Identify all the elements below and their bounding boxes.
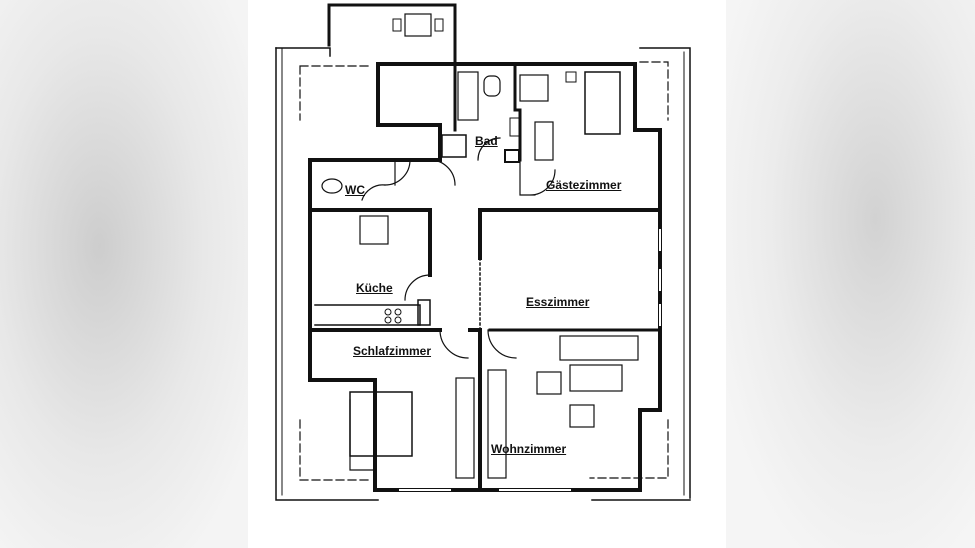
room-label-bad: Bad xyxy=(475,134,498,148)
wardrobe xyxy=(455,377,475,479)
exterior-wall-left-lower xyxy=(308,378,377,492)
blurred-right-panel xyxy=(726,0,975,548)
exterior-wall-right-upper xyxy=(633,62,662,212)
room-label-kueche: Küche xyxy=(356,281,393,295)
exterior-wall-left-upper xyxy=(308,62,442,382)
toilet xyxy=(321,178,343,194)
wc-wall xyxy=(308,208,432,277)
blurred-left-panel xyxy=(0,0,248,548)
room-label-wohnzimmer: Wohnzimmer xyxy=(491,442,567,456)
sideboard xyxy=(559,335,639,361)
sofa xyxy=(569,364,623,392)
exterior-wall-right xyxy=(638,208,662,492)
terrace-right-outline xyxy=(639,47,691,499)
room-label-schlafzimmer: Schlafzimmer xyxy=(353,344,432,358)
floor-plan-sheet xyxy=(248,0,726,548)
bookshelf xyxy=(487,369,507,479)
room-label-esszimmer: Esszimmer xyxy=(526,295,590,309)
terrace-left-outline xyxy=(275,47,331,57)
balcony-table xyxy=(404,13,432,37)
bathtub xyxy=(457,71,479,121)
corridor-wall xyxy=(478,208,662,260)
room-label-gaestezimmer: Gästezimmer xyxy=(546,178,622,192)
kitchen-counter xyxy=(314,304,421,326)
guest-bed xyxy=(584,71,621,135)
double-bed xyxy=(349,391,413,457)
balcony-top xyxy=(327,3,457,64)
kitchen-table xyxy=(359,215,389,245)
room-label-wc: WC xyxy=(345,183,365,197)
